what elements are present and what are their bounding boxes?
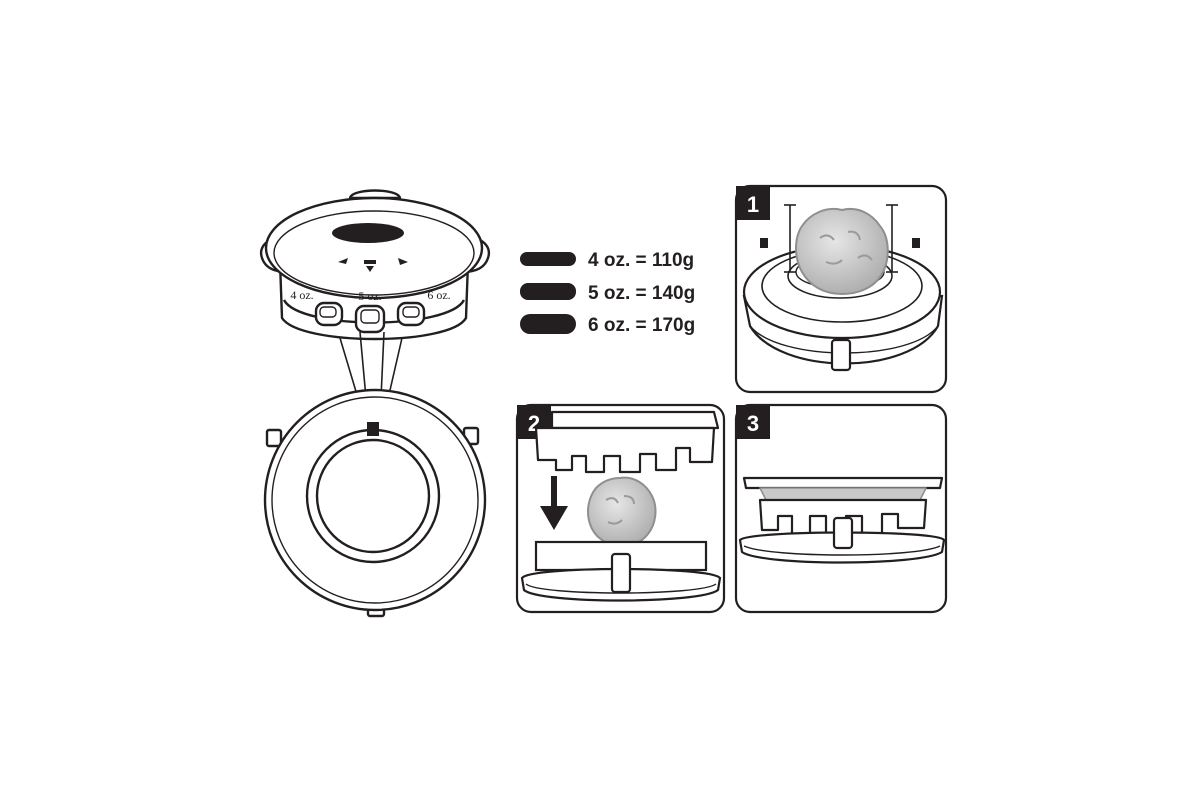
legend-bar-5oz xyxy=(520,283,576,300)
dial-label-4oz: 4 oz. xyxy=(290,288,313,302)
dial-label-6oz: 6 oz. xyxy=(427,288,450,302)
meat-ball-1 xyxy=(795,208,889,296)
pressed-patty-icon xyxy=(738,476,946,564)
weight-selector-buttons xyxy=(314,301,426,334)
press-base-icon xyxy=(520,540,722,602)
legend-item-4oz: 4 oz. = 110g xyxy=(520,250,694,271)
dial-label-5oz: 5 oz. xyxy=(358,289,381,303)
lower-press-icon xyxy=(534,410,720,474)
legend-item-6oz: 6 oz. = 170g xyxy=(520,314,695,336)
legend-bar-4oz xyxy=(520,252,576,266)
weight-button-5oz xyxy=(354,304,386,334)
setting-indicator-marks xyxy=(338,258,408,272)
step-1-panel: 1 xyxy=(734,184,948,394)
press-lid-illustration: George Foreman 4 oz. 5 oz. 6 oz. xyxy=(259,189,491,341)
brand-logo: George Foreman xyxy=(332,223,404,243)
step-1-number: 1 xyxy=(747,192,759,217)
step-3-panel: 3 xyxy=(734,403,948,614)
legend-label-6oz: 6 oz. = 170g xyxy=(588,315,695,336)
guide-lines xyxy=(784,204,898,273)
press-bottom-view xyxy=(263,388,487,618)
brand-logo-text: George Foreman xyxy=(336,229,400,238)
legend-label-5oz: 5 oz. = 140g xyxy=(588,283,695,304)
legend-item-5oz: 5 oz. = 140g xyxy=(520,283,695,304)
step-3-number: 3 xyxy=(747,411,759,436)
legend-bar-6oz xyxy=(520,314,576,334)
step-2-panel: 2 xyxy=(515,403,726,614)
weight-legend: 4 oz. = 110g 5 oz. = 140g 6 oz. = 170g xyxy=(520,250,695,336)
legend-label-4oz: 4 oz. = 110g xyxy=(588,250,694,271)
down-arrow-icon xyxy=(540,476,568,530)
meat-ball-2 xyxy=(587,476,657,548)
